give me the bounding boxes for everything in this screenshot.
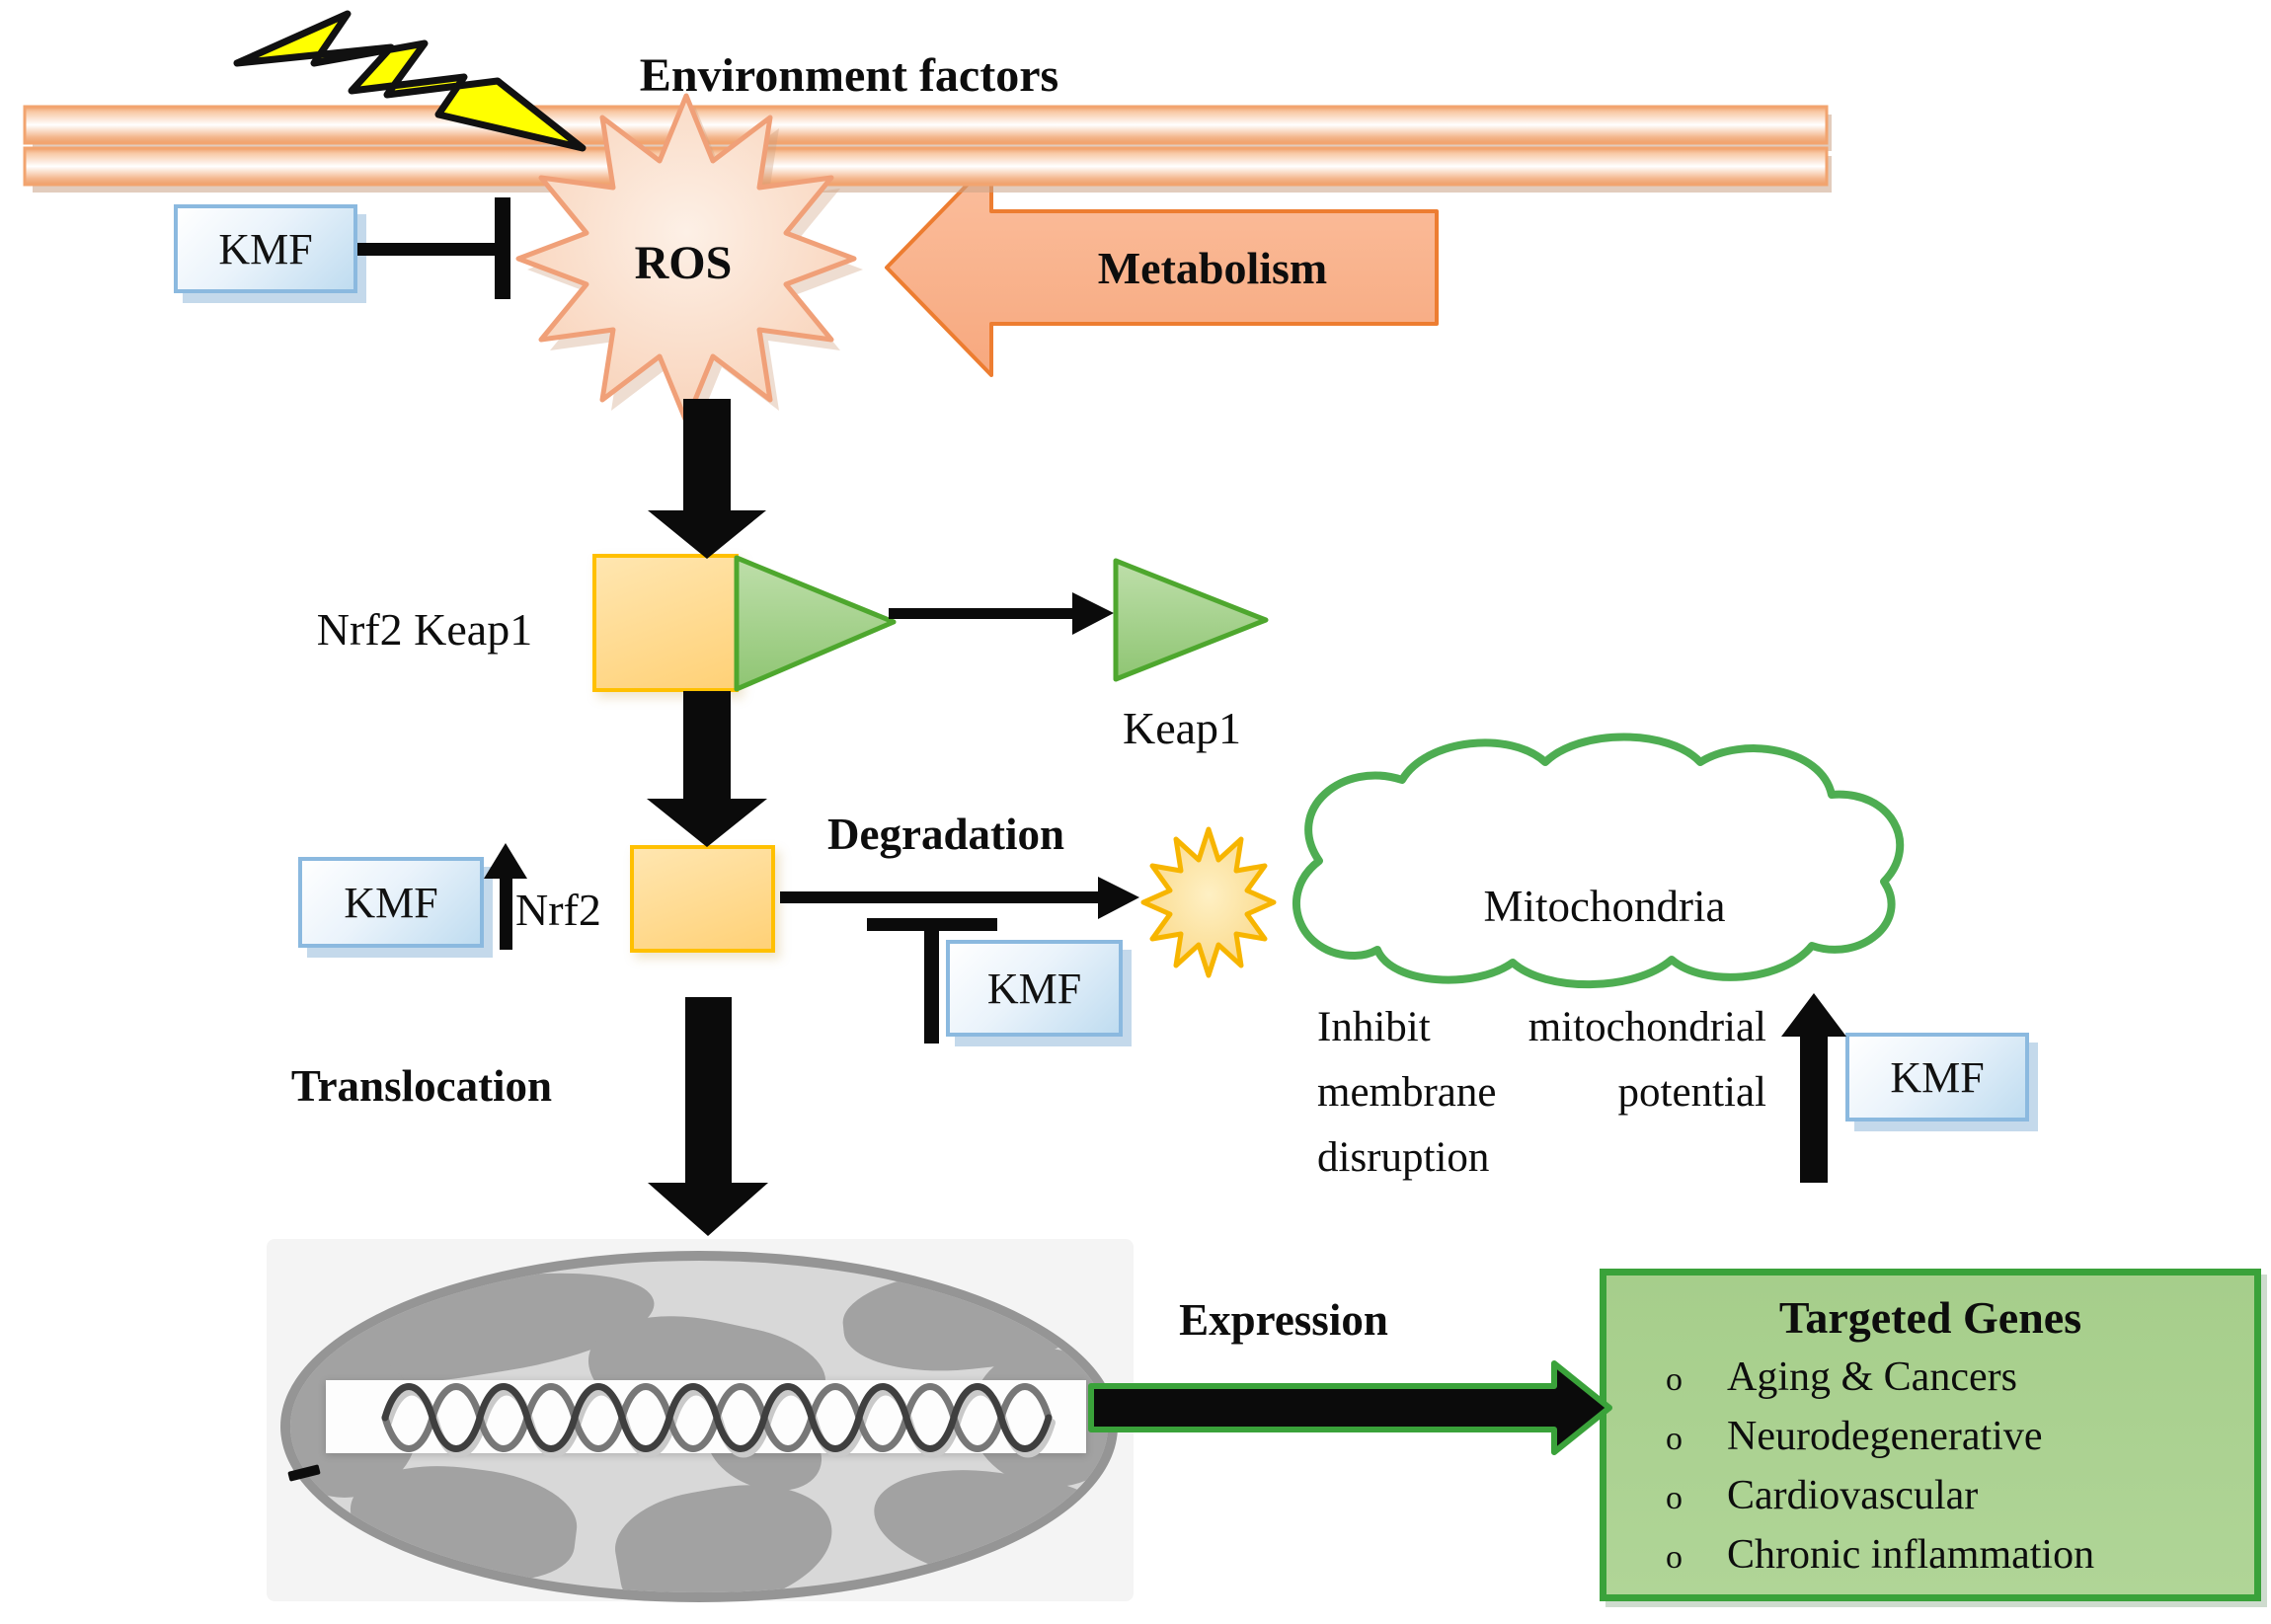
circle-bullet-icon: o <box>1666 1421 1683 1457</box>
kmf-label: KMF <box>344 878 438 927</box>
lightning-icon <box>233 10 587 152</box>
targeted-gene-item: o Cardiovascular <box>1658 1472 2254 1531</box>
keap1-label: Keap1 <box>1122 703 1242 753</box>
mitochondria-label: Mitochondria <box>1483 882 1726 931</box>
kmf-box-degradation-inhibitor: KMF <box>946 940 1123 1037</box>
mitochondria-cloud-icon <box>1292 733 1905 989</box>
metabolism-label: Metabolism <box>1097 243 1328 293</box>
kmf-label: KMF <box>986 964 1082 1013</box>
nrf2-keap1-label: Nrf2 Keap1 <box>316 604 533 655</box>
circle-bullet-icon: o <box>1666 1539 1683 1576</box>
ros-label: ROS <box>634 237 733 289</box>
targeted-gene-item: o Chronic inflammation <box>1658 1531 2254 1590</box>
inhibit-mitochondrial-text: Inhibit mitochondrial membrane potential… <box>1317 1004 1766 1181</box>
nrf2-square-free <box>630 845 775 953</box>
up-arrow-icon <box>1781 993 1846 1183</box>
targeted-genes-list: o Aging & Cancers o Neurodegenerative o … <box>1606 1353 2254 1590</box>
cell-membrane-icon <box>23 105 1832 193</box>
targeted-genes-title: Targeted Genes <box>1778 1292 2082 1343</box>
targeted-genes-box: Targeted Genes o Aging & Cancers o Neuro… <box>1600 1269 2261 1601</box>
targeted-gene-label: Cardiovascular <box>1727 1473 1979 1518</box>
targeted-gene-label: Chronic inflammation <box>1727 1532 2095 1578</box>
environment-factors-label: Environment factors <box>639 49 1059 102</box>
circle-bullet-icon: o <box>1666 1361 1683 1398</box>
targeted-gene-label: Neurodegenerative <box>1727 1414 2043 1459</box>
translocation-label: Translocation <box>290 1061 553 1111</box>
kmf-box-nrf2-upregulator: KMF <box>298 857 484 948</box>
down-arrow-icon <box>648 997 768 1236</box>
targeted-gene-label: Aging & Cancers <box>1727 1354 2017 1400</box>
nrf2-label: Nrf2 <box>515 885 601 935</box>
inhibition-tbar-kmf-ros <box>357 197 510 299</box>
circle-bullet-icon: o <box>1666 1480 1683 1516</box>
degraded-protein-burst-icon <box>1140 826 1277 978</box>
nrf2-square-complex <box>592 554 739 692</box>
dissociation-arrow-icon <box>889 592 1114 635</box>
kmf-box-ros-inhibitor: KMF <box>174 204 357 293</box>
dna-band <box>326 1380 1086 1453</box>
expression-arrow-icon <box>1088 1360 1612 1455</box>
targeted-gene-item: o Aging & Cancers <box>1658 1353 2254 1413</box>
kmf-label: KMF <box>218 224 313 273</box>
degradation-label: Degradation <box>827 810 1064 859</box>
targeted-gene-item: o Neurodegenerative <box>1658 1413 2254 1472</box>
keap1-triangle-icon <box>1113 558 1269 682</box>
kmf-label: KMF <box>1890 1052 1985 1102</box>
expression-label: Expression <box>1179 1295 1388 1345</box>
keap1-triangle-attached-icon <box>734 555 897 692</box>
kmf-box-mitochondria-protector: KMF <box>1845 1033 2029 1121</box>
down-arrow-icon <box>648 399 766 559</box>
degradation-arrow-icon <box>780 877 1139 919</box>
